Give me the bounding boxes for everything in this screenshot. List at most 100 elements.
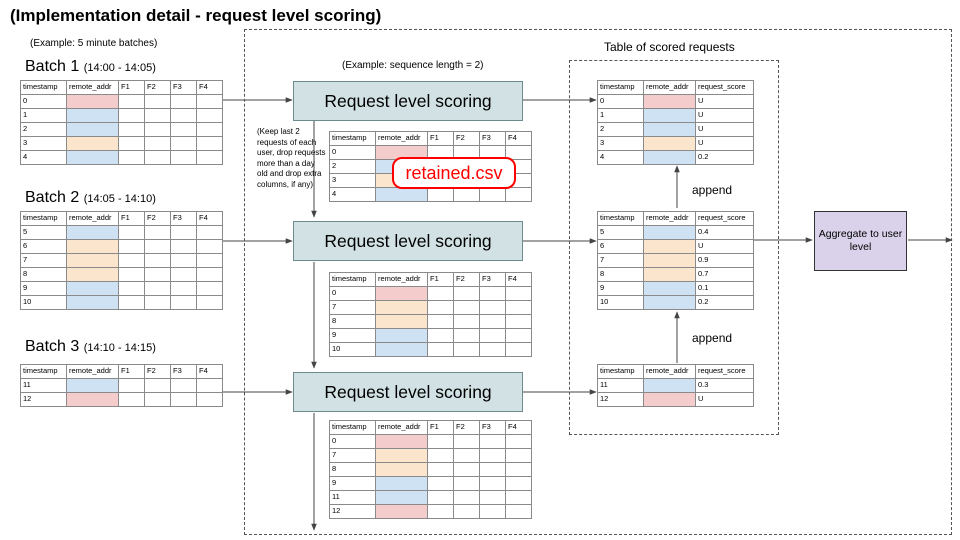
column-header: remote_addr	[66, 211, 119, 226]
timestamp-cell: 5	[597, 225, 644, 240]
request-score-cell: U	[695, 122, 754, 137]
feature-cell	[170, 122, 197, 137]
feature-cell	[479, 328, 506, 343]
column-header: remote_addr	[375, 131, 428, 146]
aggregate-user-level-box: Aggregate to user level	[814, 211, 907, 271]
request-score-cell: U	[695, 94, 754, 109]
column-header: F2	[453, 131, 480, 146]
feature-cell	[427, 145, 454, 160]
timestamp-cell: 4	[329, 187, 376, 202]
timestamp-cell: 8	[329, 462, 376, 477]
column-header: F3	[479, 131, 506, 146]
feature-cell	[453, 448, 480, 463]
feature-cell	[118, 295, 145, 310]
table-row: 4	[329, 187, 532, 202]
feature-cell	[427, 286, 454, 301]
remote-addr-cell	[643, 267, 696, 282]
feature-cell	[144, 392, 171, 407]
feature-cell	[427, 434, 454, 449]
feature-cell	[196, 136, 223, 151]
feature-cell	[479, 187, 506, 202]
timestamp-cell: 6	[597, 239, 644, 254]
feature-cell	[453, 434, 480, 449]
remote-addr-cell	[643, 392, 696, 407]
column-header: remote_addr	[643, 211, 696, 226]
feature-cell	[196, 295, 223, 310]
feature-cell	[479, 300, 506, 315]
remote-addr-cell	[375, 314, 428, 329]
feature-cell	[479, 145, 506, 160]
timestamp-cell: 8	[20, 267, 67, 282]
feature-cell	[505, 504, 532, 519]
table-row: 10	[329, 342, 532, 357]
column-header: F2	[453, 420, 480, 435]
feature-cell	[196, 239, 223, 254]
feature-cell	[453, 145, 480, 160]
column-header: F2	[144, 364, 171, 379]
column-header: timestamp	[597, 80, 644, 95]
column-header: remote_addr	[66, 364, 119, 379]
table-row: 11	[329, 490, 532, 505]
column-header: timestamp	[20, 211, 67, 226]
remote-addr-cell	[375, 504, 428, 519]
table-row: 6	[20, 239, 223, 254]
column-header: F4	[196, 80, 223, 95]
feature-cell	[453, 504, 480, 519]
timestamp-cell: 6	[20, 239, 67, 254]
feature-cell	[144, 378, 171, 393]
remote-addr-cell	[643, 281, 696, 296]
column-header: F4	[505, 272, 532, 287]
append-label-1: append	[692, 183, 733, 197]
remote-addr-cell	[643, 122, 696, 137]
remote-addr-cell	[375, 145, 428, 160]
feature-cell	[170, 253, 197, 268]
feature-cell	[196, 281, 223, 296]
remote-addr-cell	[66, 267, 119, 282]
remote-addr-cell	[643, 253, 696, 268]
column-header: F1	[427, 420, 454, 435]
table-row: 5	[20, 225, 223, 240]
column-header: F1	[118, 80, 145, 95]
request-scoring-box-2: Request level scoring	[293, 221, 523, 261]
table-row: 2	[20, 122, 223, 137]
table-row: 9	[329, 476, 532, 491]
request-score-cell: 0.1	[695, 281, 754, 296]
timestamp-cell: 2	[597, 122, 644, 137]
timestamp-cell: 10	[597, 295, 644, 310]
timestamp-cell: 10	[20, 295, 67, 310]
feature-cell	[427, 490, 454, 505]
remote-addr-cell	[643, 150, 696, 165]
feature-cell	[118, 281, 145, 296]
column-header: remote_addr	[375, 420, 428, 435]
remote-addr-cell	[375, 286, 428, 301]
column-header: timestamp	[20, 364, 67, 379]
feature-cell	[144, 253, 171, 268]
remote-addr-cell	[643, 225, 696, 240]
timestamp-cell: 9	[597, 281, 644, 296]
timestamp-cell: 5	[20, 225, 67, 240]
table-row: 0	[329, 145, 532, 160]
remote-addr-cell	[375, 434, 428, 449]
table-row: 1	[20, 108, 223, 123]
feature-cell	[505, 314, 532, 329]
feature-cell	[196, 392, 223, 407]
feature-cell	[196, 108, 223, 123]
feature-cell	[170, 150, 197, 165]
feature-cell	[144, 295, 171, 310]
remote-addr-cell	[375, 328, 428, 343]
timestamp-cell: 12	[20, 392, 67, 407]
column-header: F4	[505, 420, 532, 435]
feature-cell	[144, 281, 171, 296]
feature-cell	[118, 150, 145, 165]
column-header: remote_addr	[66, 80, 119, 95]
feature-cell	[479, 342, 506, 357]
feature-cell	[118, 392, 145, 407]
feature-cell	[144, 94, 171, 109]
